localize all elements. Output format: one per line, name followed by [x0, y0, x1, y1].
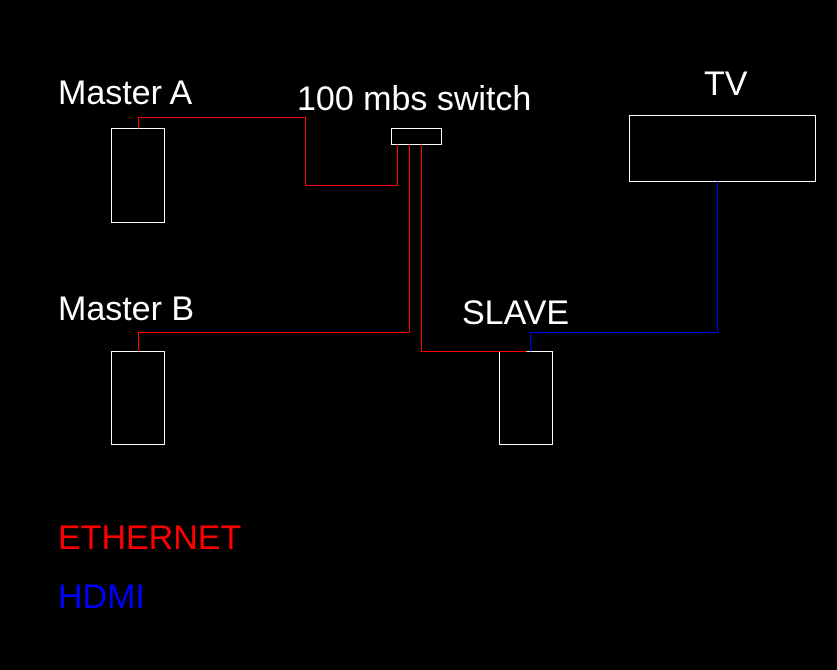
- legend-ethernet: ETHERNET: [58, 519, 241, 557]
- master-b-label: Master B: [58, 290, 194, 328]
- switch-box: [391, 128, 442, 145]
- switch-label: 100 mbs switch: [297, 80, 531, 118]
- tv-label: TV: [704, 65, 748, 103]
- slave-label: SLAVE: [462, 294, 569, 332]
- tv-box: [629, 115, 816, 182]
- ethernet-line-master-a: [138, 117, 398, 186]
- master-a-label: Master A: [58, 74, 192, 112]
- slave-box: [499, 351, 553, 445]
- master-a-box: [111, 128, 165, 223]
- ethernet-line-master-b: [138, 144, 410, 352]
- legend-hdmi: HDMI: [58, 578, 145, 616]
- hdmi-line-tv-slave: [530, 181, 718, 352]
- ethernet-line-slave: [421, 144, 527, 352]
- master-b-box: [111, 351, 165, 445]
